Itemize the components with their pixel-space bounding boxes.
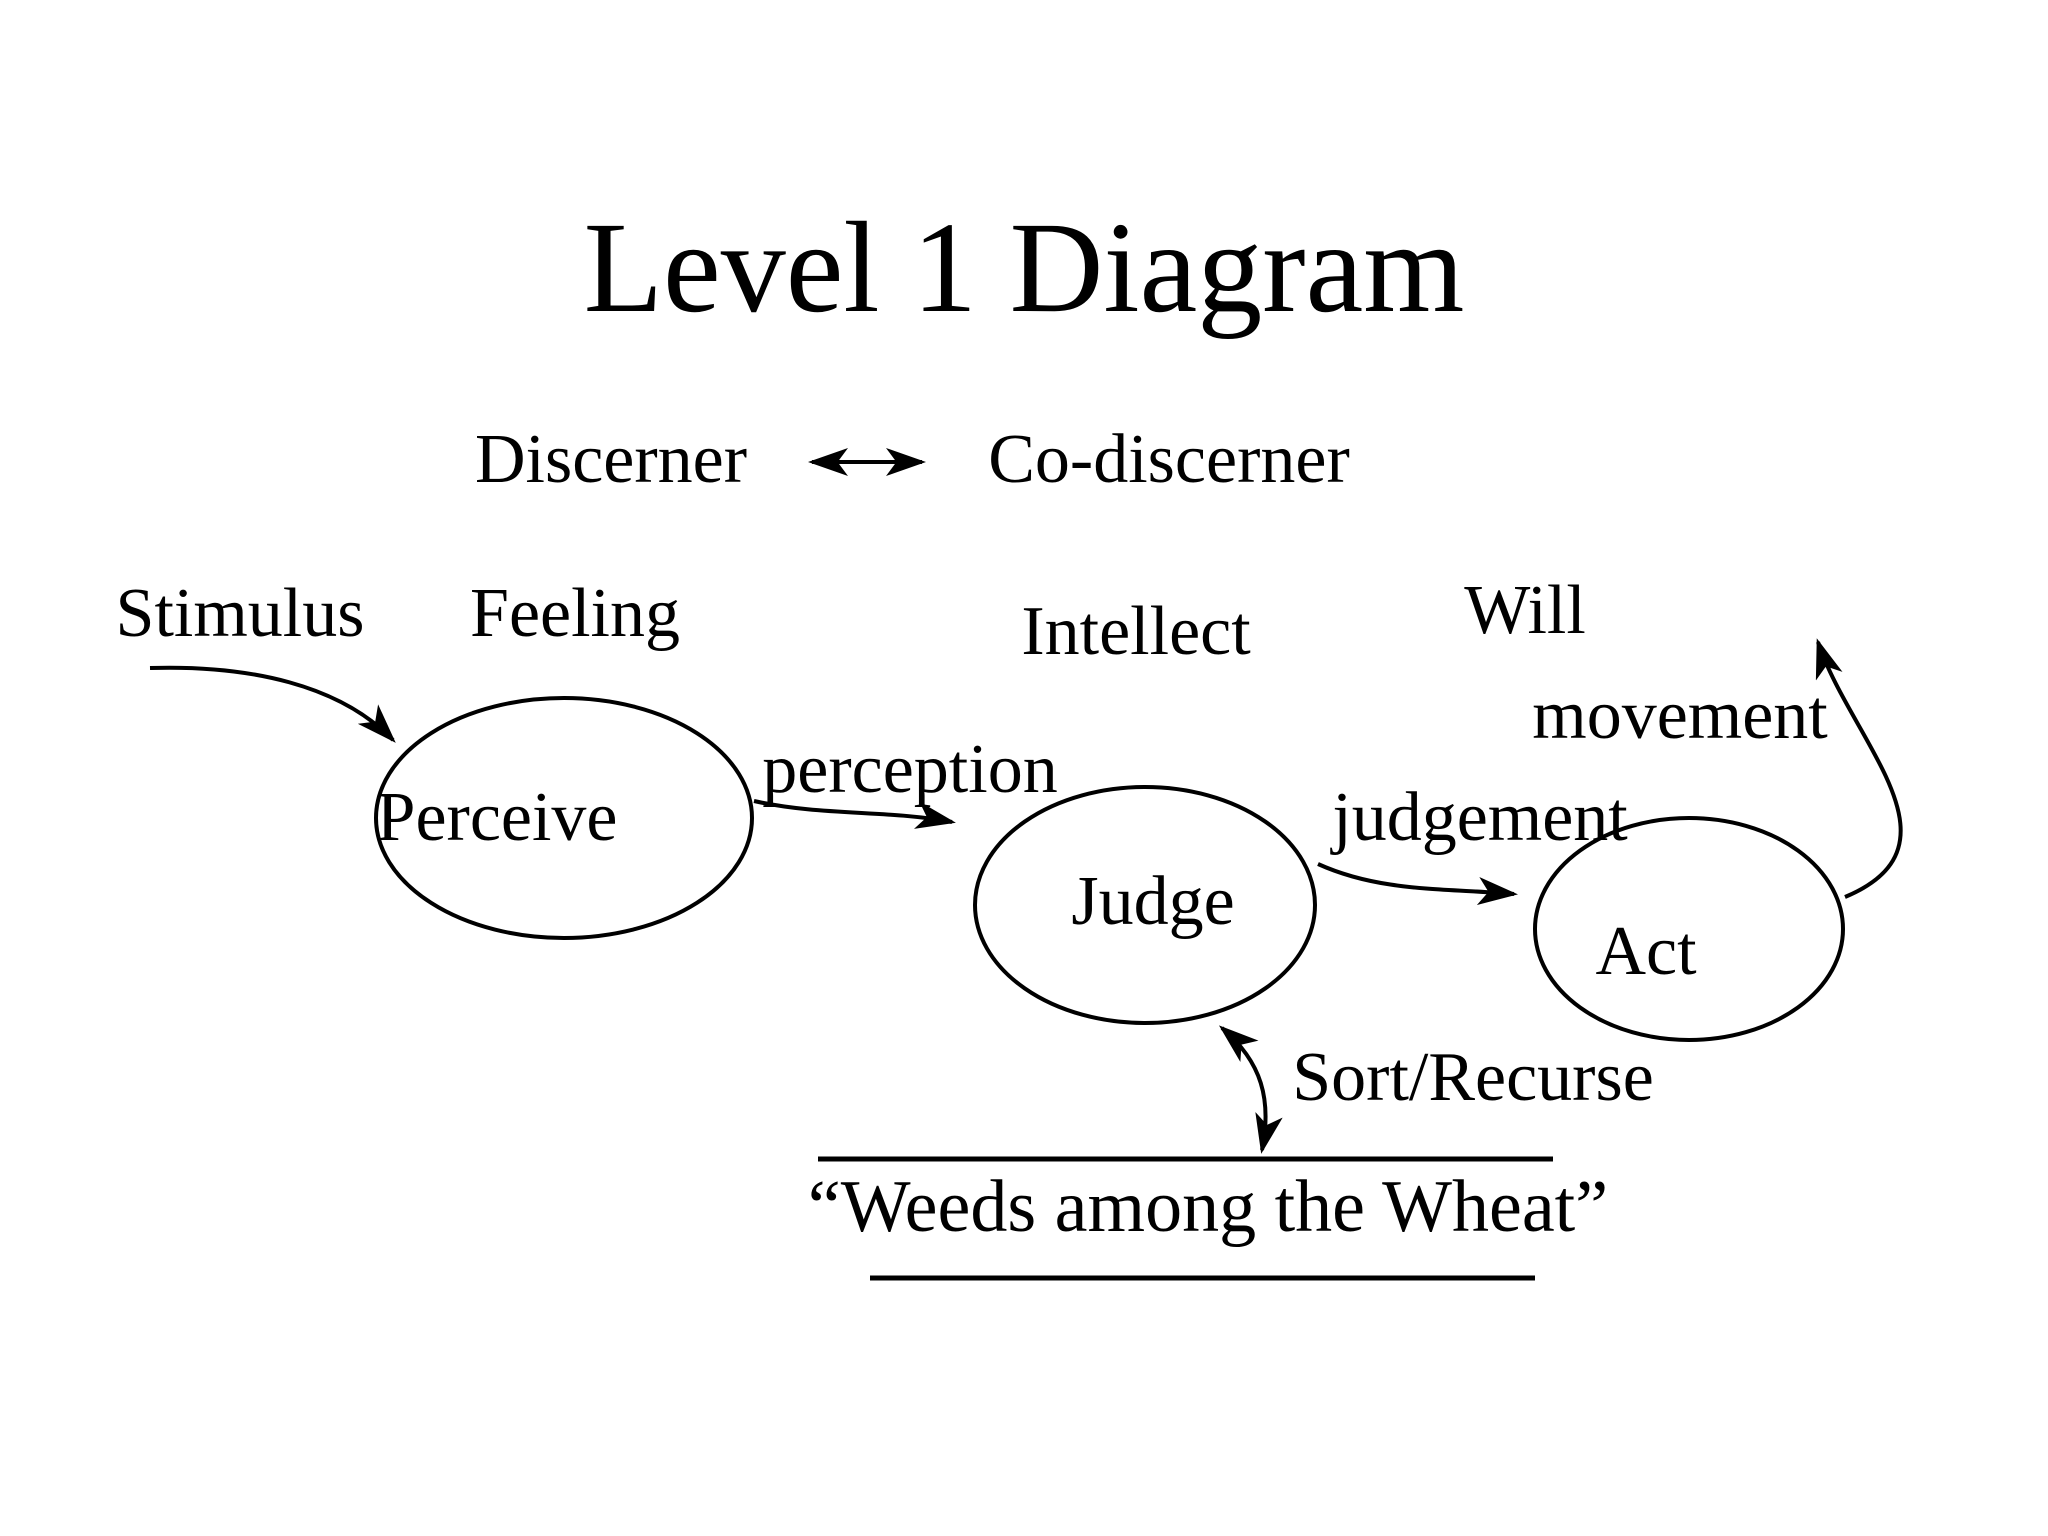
act-ellipse	[1533, 816, 1845, 1042]
co-discerner-label: Co-discerner	[988, 421, 1350, 498]
judge-to-act-arrow	[1317, 862, 1518, 905]
stimulus-to-perceive-arrow	[149, 665, 396, 743]
perceive-to-judge-arrow	[753, 799, 956, 829]
movement-label: movement	[1532, 677, 1828, 754]
judge-ellipse	[973, 785, 1317, 1025]
perception-label: perception	[762, 731, 1058, 808]
judge-node-label: Judge	[1071, 863, 1235, 940]
act-movement-arrow	[1815, 638, 1903, 899]
act-node-label: Act	[1595, 913, 1697, 990]
sort-recurse-label: Sort/Recurse	[1292, 1039, 1654, 1116]
slide-title: Level 1 Diagram	[583, 196, 1465, 340]
perceive-node-label: Perceive	[376, 779, 618, 856]
intellect-label: Intellect	[1021, 593, 1251, 670]
feeling-label: Feeling	[470, 575, 680, 652]
perceive-ellipse	[374, 696, 754, 940]
judge-weeds-double-arrow	[1218, 1025, 1283, 1154]
stimulus-label: Stimulus	[115, 575, 365, 652]
weeds-quote: “Weeds among the Wheat”	[807, 1166, 1609, 1248]
judgement-label: judgement	[1332, 779, 1628, 856]
will-label: Will	[1464, 572, 1586, 649]
discerner-label: Discerner	[474, 421, 748, 498]
